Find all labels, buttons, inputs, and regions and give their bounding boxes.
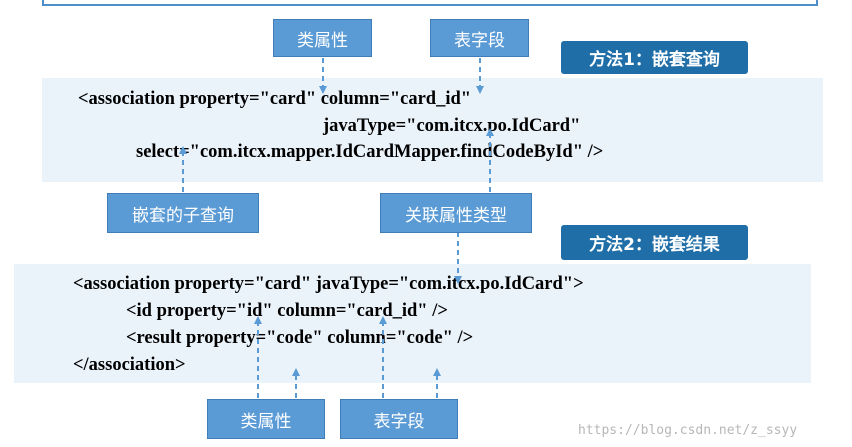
- code-line-2-2: <id property="id" column="card_id" />: [126, 301, 448, 321]
- code-line-1-3: select="com.itcx.mapper.IdCardMapper.fin…: [136, 142, 604, 162]
- method-tag-nested-result: 方法2：嵌套结果: [561, 225, 748, 260]
- label-class-property-bottom: 类属性: [207, 399, 325, 439]
- watermark: https://blog.csdn.net/z_ssyy: [578, 423, 798, 438]
- method-tag-nested-query: 方法1：嵌套查询: [561, 41, 748, 74]
- label-nested-subquery: 嵌套的子查询: [107, 193, 259, 233]
- label-table-field-top: 表字段: [430, 19, 529, 57]
- label-association-type: 关联属性类型: [380, 193, 532, 233]
- label-table-field-bottom: 表字段: [340, 399, 458, 439]
- code-line-2-3: <result property="code" column="code" />: [126, 328, 474, 348]
- top-frame: [42, 0, 818, 6]
- code-line-2-1: <association property="card" javaType="c…: [73, 274, 584, 294]
- code-panel-nested-query: [42, 78, 823, 182]
- code-line-1-1: <association property="card" column="car…: [78, 89, 472, 109]
- code-line-1-2: javaType="com.itcx.po.IdCard": [323, 116, 581, 136]
- code-panel-nested-result: [14, 264, 811, 383]
- label-class-property-top: 类属性: [273, 19, 372, 57]
- code-line-2-4: </association>: [73, 355, 186, 375]
